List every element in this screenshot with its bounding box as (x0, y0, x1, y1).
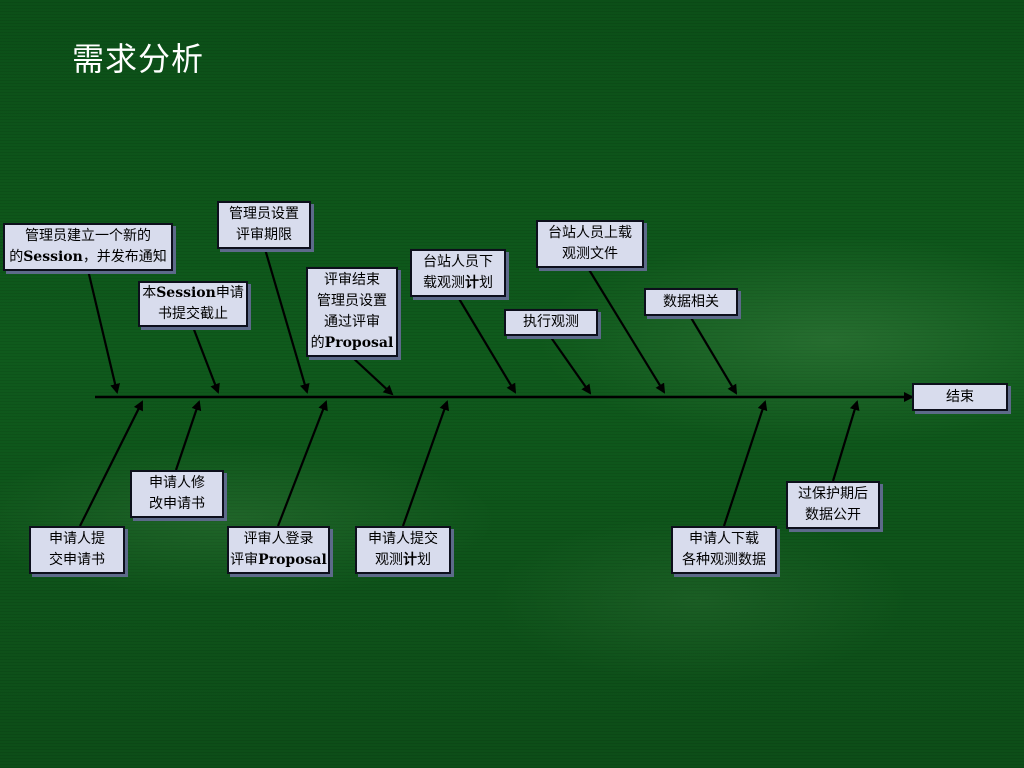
box-text: 管理员设置 (317, 293, 387, 309)
box-text: 载观测 (423, 275, 465, 291)
step-execute-observation: 执行观测 (504, 309, 598, 336)
step-data-public: 过保护期后数据公开 (786, 481, 880, 529)
arrow-set-approved-proposal (351, 356, 394, 396)
box-line: 通过评审 (324, 312, 380, 333)
box-line: 观测文件 (562, 244, 618, 265)
box-line: 申请人提 (49, 529, 105, 550)
arrow-execute-observation (549, 335, 592, 395)
step-applicant-submit: 申请人提交申请书 (29, 526, 125, 574)
box-text: 观测 (375, 552, 403, 568)
box-text: 书提交截止 (158, 306, 228, 322)
box-text: 管理员建立一个新的 (25, 228, 151, 244)
box-text: 的 (310, 335, 325, 351)
box-text: 管理员设置 (229, 206, 299, 222)
step-create-session: 管理员建立一个新的的Session，并发布通知 (3, 223, 173, 271)
arrow-submission-deadline (191, 326, 220, 394)
box-text: 划 (479, 275, 493, 291)
box-line: 申请人下载 (689, 529, 759, 550)
box-line: 改申请书 (149, 494, 205, 515)
step-set-review-deadline: 管理员设置评审期限 (217, 201, 311, 249)
box-line: 执行观测 (523, 312, 579, 333)
box-line: 数据相关 (663, 292, 719, 313)
arrow-set-review-deadline (263, 248, 310, 394)
box-line: 申请人提交 (368, 529, 438, 550)
box-line: 的Session，并发布通知 (9, 247, 167, 268)
box-text: 评审人登录 (243, 531, 314, 547)
box-line: 台站人员上载 (548, 223, 632, 244)
box-line: 载观测计划 (423, 273, 493, 294)
box-text: 申请人下载 (689, 531, 759, 547)
box-text: Proposal (258, 552, 327, 568)
box-line: 本Session申请 (142, 283, 244, 304)
step-set-approved-proposal: 评审结束管理员设置通过评审的Proposal (306, 267, 398, 357)
arrow-create-session (86, 269, 121, 394)
arrow-data-public (831, 400, 860, 482)
box-text: 过保护期后 (798, 486, 868, 502)
box-text: 计 (403, 552, 417, 568)
step-station-download-plan: 台站人员下载观测计划 (410, 249, 506, 297)
box-text: 数据相关 (663, 293, 719, 310)
step-station-upload-files: 台站人员上载观测文件 (536, 220, 644, 268)
box-line: 评审期限 (236, 225, 292, 246)
box-text: 评审期限 (236, 227, 292, 243)
box-text: 申请人修 (149, 475, 205, 491)
box-line: 台站人员下 (423, 252, 493, 273)
box-line: 观测计划 (375, 550, 431, 571)
arrow-applicant-submit-plan (401, 400, 450, 527)
step-data-correlation: 数据相关 (644, 288, 738, 316)
box-text: 评审 (230, 552, 259, 568)
box-text: 结束 (946, 388, 974, 405)
box-line: 的Proposal (311, 333, 394, 354)
box-text: 本 (142, 285, 157, 301)
box-line: 评审Proposal (230, 550, 327, 571)
box-line: 管理员建立一个新的 (25, 226, 151, 247)
arrow-applicant-download-data (722, 400, 768, 527)
box-text: Session (156, 285, 216, 301)
step-applicant-submit-plan: 申请人提交观测计划 (355, 526, 451, 574)
box-text: 台站人员上载 (548, 225, 632, 241)
box-line: 书提交截止 (158, 304, 228, 325)
box-text: 台站人员下 (423, 254, 493, 270)
box-text: 各种观测数据 (682, 552, 766, 568)
box-line: 数据公开 (805, 505, 861, 526)
box-text: ，并发布通知 (82, 249, 167, 265)
box-line: 过保护期后 (798, 484, 868, 505)
box-line: 管理员设置 (317, 291, 387, 312)
box-text: 评审结束 (324, 272, 380, 288)
step-end: 结束 (912, 383, 1008, 411)
box-text: 改申请书 (149, 496, 205, 512)
box-line: 各种观测数据 (682, 550, 766, 571)
box-text: 计 (465, 275, 479, 291)
box-text: 交申请书 (49, 552, 105, 568)
box-text: 划 (417, 552, 431, 568)
box-line: 交申请书 (49, 550, 105, 571)
box-text: 数据公开 (805, 507, 861, 523)
box-line: 评审结束 (324, 270, 380, 291)
box-text: Session (23, 249, 83, 265)
step-reviewer-login: 评审人登录评审Proposal (227, 526, 330, 574)
box-line: 申请人修 (149, 473, 205, 494)
arrow-station-download-plan (457, 296, 517, 394)
box-text: 申请 (215, 285, 244, 301)
box-text: Proposal (324, 335, 394, 351)
arrow-reviewer-login (276, 400, 328, 527)
arrow-applicant-revise (174, 400, 202, 471)
box-text: 执行观测 (523, 314, 579, 330)
step-applicant-download-data: 申请人下载各种观测数据 (671, 526, 777, 574)
box-line: 评审人登录 (244, 529, 314, 550)
arrow-data-correlation (689, 315, 738, 395)
box-text: 申请人提 (49, 531, 105, 547)
box-text: 申请人提交 (368, 531, 438, 547)
arrow-station-upload-files (587, 267, 666, 394)
box-text: 通过评审 (324, 314, 380, 330)
step-applicant-revise: 申请人修改申请书 (130, 470, 224, 518)
page-title: 需求分析 (72, 40, 205, 78)
box-text: 观测文件 (562, 246, 618, 262)
box-line: 管理员设置 (229, 204, 299, 225)
box-text: 的 (9, 249, 24, 265)
step-submission-deadline: 本Session申请书提交截止 (138, 281, 248, 327)
arrow-applicant-submit (79, 400, 143, 527)
box-line: 结束 (946, 387, 974, 408)
